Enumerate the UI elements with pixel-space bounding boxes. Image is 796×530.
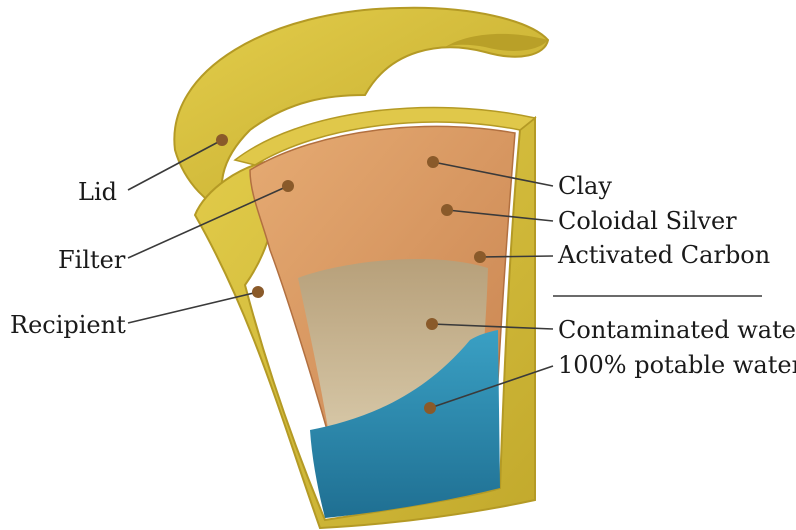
label-activated-carbon: Activated Carbon <box>558 243 770 267</box>
contaminated-water-dot <box>426 318 438 330</box>
recipient-leader <box>128 292 258 323</box>
recipient-dot <box>252 286 264 298</box>
coloidal-silver-dot <box>441 204 453 216</box>
label-clay: Clay <box>558 174 612 198</box>
label-coloidal-silver: Coloidal Silver <box>558 209 737 233</box>
label-recipient: Recipient <box>10 313 126 337</box>
label-filter: Filter <box>58 248 125 272</box>
filter-dot <box>282 180 294 192</box>
clay-dot <box>427 156 439 168</box>
label-potable-water: 100% potable water <box>558 353 796 377</box>
activated-carbon-leader <box>480 256 553 257</box>
potable-water-dot <box>424 402 436 414</box>
lid-dot <box>216 134 228 146</box>
label-contaminated-water: Contaminated water <box>558 318 796 342</box>
activated-carbon-dot <box>474 251 486 263</box>
label-lid: Lid <box>78 180 117 204</box>
